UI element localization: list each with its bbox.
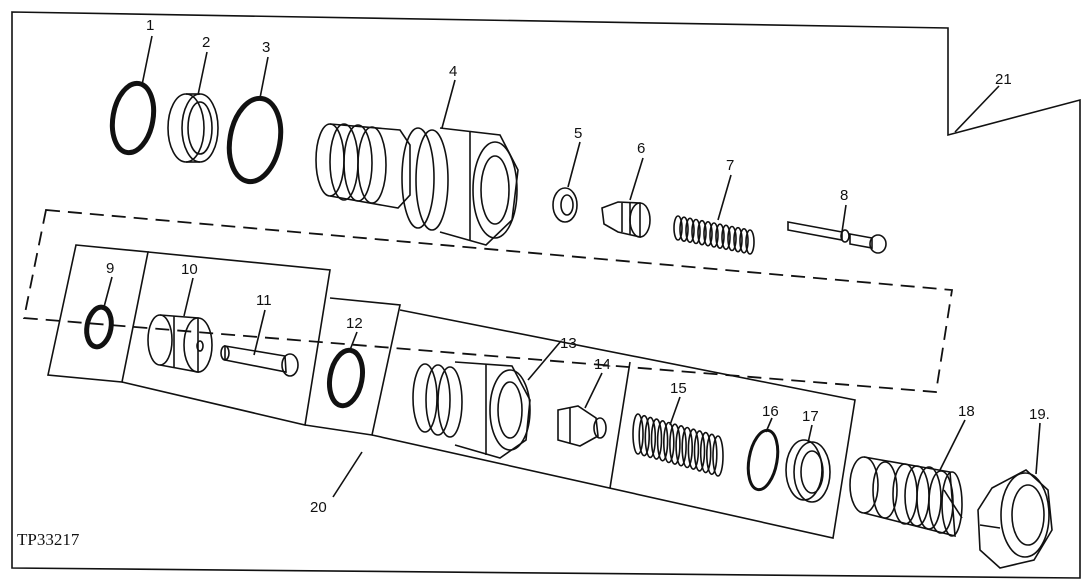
- spring-coil: [739, 228, 749, 254]
- spring-coil: [656, 419, 669, 462]
- spring-coil: [669, 423, 681, 466]
- outer-frame: [11, 11, 1081, 579]
- spring-coil: [644, 416, 657, 459]
- callout-6: 6: [637, 140, 645, 157]
- spring-coil: [681, 426, 694, 469]
- part-6-poppet: [601, 201, 651, 239]
- spring-coil: [679, 216, 689, 242]
- callout-11: 11: [256, 292, 272, 309]
- callout-13: 13: [560, 335, 577, 352]
- box-item-9: [47, 244, 149, 383]
- spring-coil: [712, 435, 724, 477]
- callout-20: 20: [310, 499, 327, 516]
- part-19-nut: [977, 469, 1053, 569]
- part-16-ring: [746, 428, 780, 492]
- callout-8: 8: [840, 187, 848, 204]
- spring-coil: [673, 215, 683, 241]
- part-3-o-ring: [226, 95, 284, 185]
- part-13-fitting: [412, 361, 531, 459]
- part-7-spring: [673, 215, 755, 255]
- spring-coil: [733, 226, 743, 253]
- callout-1: 1: [146, 17, 154, 34]
- part-10-plug: [147, 314, 213, 373]
- spring-coil: [693, 430, 706, 472]
- box-items-15-17-divider: [609, 361, 631, 489]
- callout-19: 19.: [1029, 406, 1050, 423]
- spring-coil: [638, 414, 651, 457]
- spring-coil: [687, 428, 700, 471]
- callout-21: 21: [995, 71, 1012, 88]
- part-2-bushing: [167, 93, 219, 163]
- spring-coil: [691, 218, 701, 245]
- box-items-13-17: [371, 309, 856, 539]
- spring-coil: [675, 424, 687, 467]
- callout-2: 2: [202, 34, 210, 51]
- callout-3: 3: [262, 39, 270, 56]
- callout-18: 18: [958, 403, 975, 420]
- part-14-poppet: [557, 405, 607, 447]
- part-15-spring: [632, 413, 724, 477]
- part-8-pin: [787, 221, 887, 254]
- callout-4: 4: [449, 63, 457, 80]
- leader-lines: [103, 35, 1041, 498]
- figure-id: TP33217: [17, 530, 80, 549]
- spring-coil: [721, 224, 731, 251]
- part-5-washer: [552, 187, 578, 223]
- callout-10: 10: [181, 261, 198, 278]
- part-1-o-ring: [109, 80, 157, 156]
- callout-9: 9: [106, 260, 114, 277]
- spring-coil: [699, 431, 712, 474]
- callout-15: 15: [670, 380, 687, 397]
- spring-coil: [650, 418, 663, 460]
- dashed-group-outline: [22, 209, 954, 393]
- spring-coil: [705, 433, 718, 476]
- part-12-o-ring: [327, 347, 365, 409]
- callout-5: 5: [574, 125, 582, 142]
- box-item-12: [304, 297, 401, 436]
- spring-coil: [632, 413, 644, 455]
- spring-coil: [715, 223, 725, 249]
- spring-coil: [745, 229, 755, 255]
- part-11-pin: [220, 345, 299, 377]
- callout-7: 7: [726, 157, 734, 174]
- callout-16: 16: [762, 403, 779, 420]
- box-items-10-11: [121, 251, 331, 426]
- callout-12: 12: [346, 315, 363, 332]
- part-9-o-ring: [84, 304, 114, 350]
- part-18-adjusting-screw: [849, 456, 963, 538]
- spring-coil: [697, 219, 707, 246]
- spring-coil: [727, 225, 737, 252]
- callout-14: 14: [594, 356, 611, 373]
- spring-coil: [662, 421, 675, 464]
- spring-coil: [685, 217, 695, 244]
- spring-coil: [703, 221, 713, 247]
- part-17-washer: [785, 439, 831, 503]
- callout-17: 17: [802, 408, 819, 425]
- spring-coil: [709, 222, 719, 248]
- part-4-fitting: [315, 123, 519, 246]
- callout-labels: 1 2 3 4 5 6 7 8 9 10 11 12 13 14 15 16 1…: [106, 17, 1050, 516]
